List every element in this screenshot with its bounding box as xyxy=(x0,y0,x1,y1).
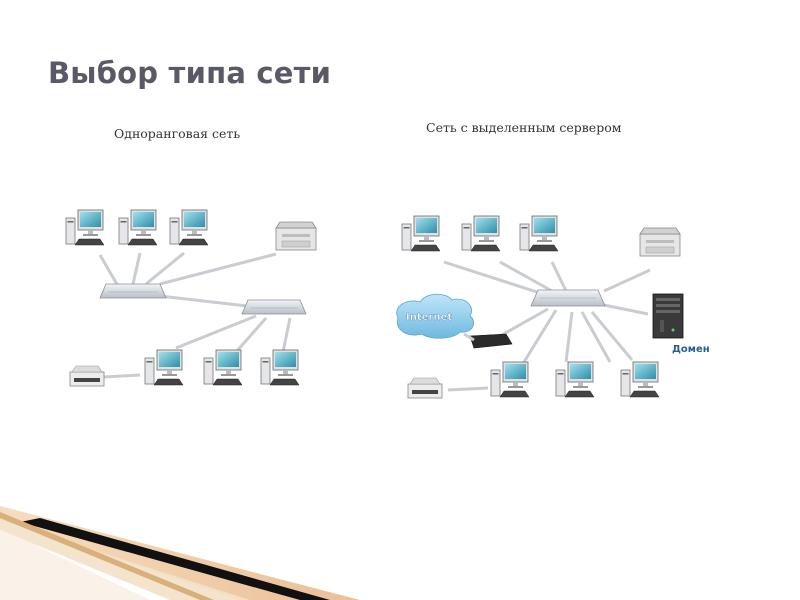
domain-label: Домен xyxy=(672,344,710,355)
server-pc-4 xyxy=(490,361,530,398)
server-printer xyxy=(639,227,681,257)
router xyxy=(463,332,513,349)
server-pc-6 xyxy=(620,361,660,398)
internet-label: Internet xyxy=(406,312,452,323)
page-title: Выбор типа сети xyxy=(48,56,332,90)
server-network: Internet Домен xyxy=(396,215,710,399)
server-small-printer xyxy=(407,377,443,399)
server-network-caption: Сеть с выделенным сервером xyxy=(426,120,622,135)
peer-network-caption: Одноранговая сеть xyxy=(114,126,241,141)
server-pc-3 xyxy=(519,215,559,252)
decorative-swoosh xyxy=(0,506,360,600)
peer-network xyxy=(65,209,317,387)
server-cables xyxy=(443,260,651,392)
peer-pc-2 xyxy=(118,209,158,246)
peer-printer xyxy=(275,221,317,251)
peer-switch-secondary xyxy=(241,299,307,315)
peer-pc-6 xyxy=(260,349,300,386)
server-switch xyxy=(530,289,606,307)
peer-pc-3 xyxy=(169,209,209,246)
internet-cloud: Internet xyxy=(396,293,474,339)
domain-server xyxy=(652,293,684,339)
peer-pc-5 xyxy=(203,349,243,386)
server-pc-1 xyxy=(401,215,441,252)
peer-pc-1 xyxy=(65,209,105,246)
peer-cables xyxy=(98,251,292,379)
server-pc-5 xyxy=(555,361,595,398)
peer-switch-main xyxy=(99,283,167,299)
peer-small-printer xyxy=(69,365,105,387)
server-pc-2 xyxy=(461,215,501,252)
peer-pc-4 xyxy=(144,349,184,386)
